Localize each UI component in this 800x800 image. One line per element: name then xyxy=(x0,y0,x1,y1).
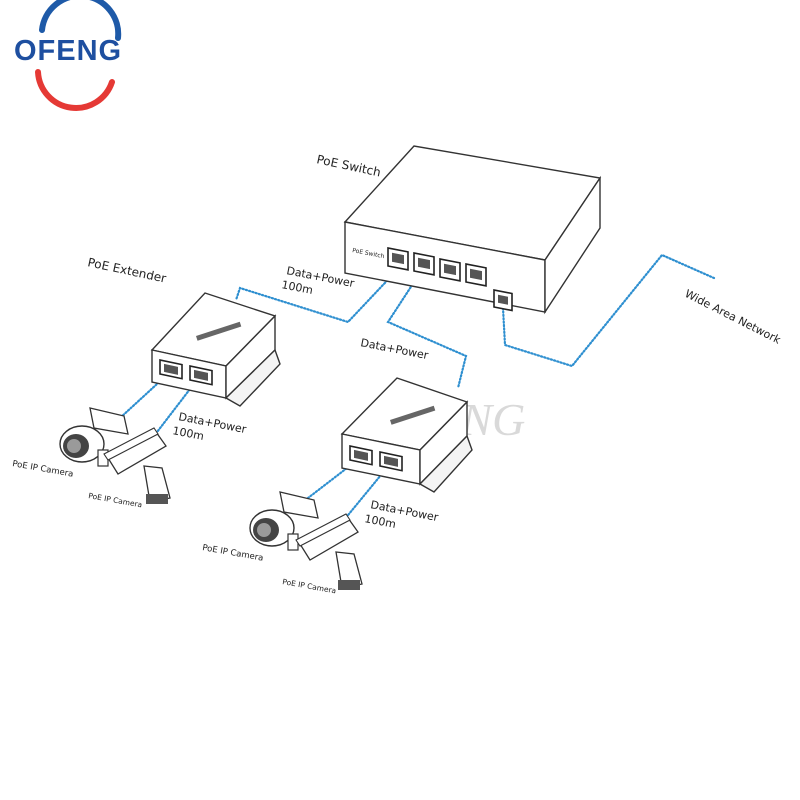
poe-switch: PoE Switch xyxy=(343,145,602,315)
camera-4-label: PoE IP Camera xyxy=(282,577,337,595)
switch-side-face xyxy=(544,175,601,315)
logo-ring-top xyxy=(39,0,122,41)
cable-switch-to-extender2 xyxy=(386,274,468,390)
ext1-mount-ear xyxy=(224,348,281,407)
label-switch-ext1-distance: 100m xyxy=(280,278,314,297)
ext1-brand-strip xyxy=(196,321,242,341)
ext2-port-in xyxy=(349,445,373,466)
switch-port-3 xyxy=(439,258,461,282)
ext1-port-out xyxy=(189,365,213,386)
camera-3-label: PoE IP Camera xyxy=(201,543,264,564)
switch-port-2 xyxy=(413,252,435,276)
ext1-port-in xyxy=(159,359,183,380)
box-camera-2 xyxy=(103,427,171,504)
camera-bracket xyxy=(335,551,363,589)
camera-lens-glass xyxy=(257,523,271,537)
camera-body xyxy=(89,407,129,435)
logo-text: OFENG xyxy=(14,35,122,67)
switch-port-uplink xyxy=(493,289,513,312)
camera-1-label: PoE IP Camera xyxy=(11,459,74,480)
extender-label: PoE Extender xyxy=(86,255,167,285)
camera-lens-glass xyxy=(67,439,81,453)
camera-shade xyxy=(103,427,159,461)
cable-wan xyxy=(501,253,716,368)
poe-extender-2 xyxy=(340,377,473,493)
logo-ring-bottom xyxy=(35,69,115,111)
label-ext1-cam-distance: 100m xyxy=(171,424,205,443)
camera-shade xyxy=(295,513,351,547)
bullet-camera-3 xyxy=(249,491,319,551)
bullet-camera-1 xyxy=(59,407,129,467)
camera-mount xyxy=(287,533,299,551)
cable-switch-to-extender1 xyxy=(234,266,401,324)
ext2-mount-ear xyxy=(418,434,473,493)
poe-extender-1 xyxy=(150,292,281,407)
camera-base xyxy=(338,580,360,590)
camera-body xyxy=(279,491,319,519)
switch-port-4 xyxy=(465,263,487,287)
brand-logo: OFENG xyxy=(14,0,122,111)
label-switch-ext2-dataplus: Data+Power xyxy=(359,336,429,362)
camera-bracket xyxy=(143,465,171,503)
label-ext2-cam-distance: 100m xyxy=(363,512,397,531)
ext2-port-out xyxy=(379,451,403,472)
switch-ports xyxy=(387,247,513,312)
switch-label: PoE Switch xyxy=(315,152,382,179)
camera-2-label: PoE IP Camera xyxy=(88,491,143,509)
label-wan: Wide Area Network xyxy=(683,287,784,347)
ext2-brand-strip xyxy=(390,405,436,425)
camera-base xyxy=(146,494,168,504)
switch-port-1 xyxy=(387,247,409,271)
box-camera-4 xyxy=(295,513,363,590)
